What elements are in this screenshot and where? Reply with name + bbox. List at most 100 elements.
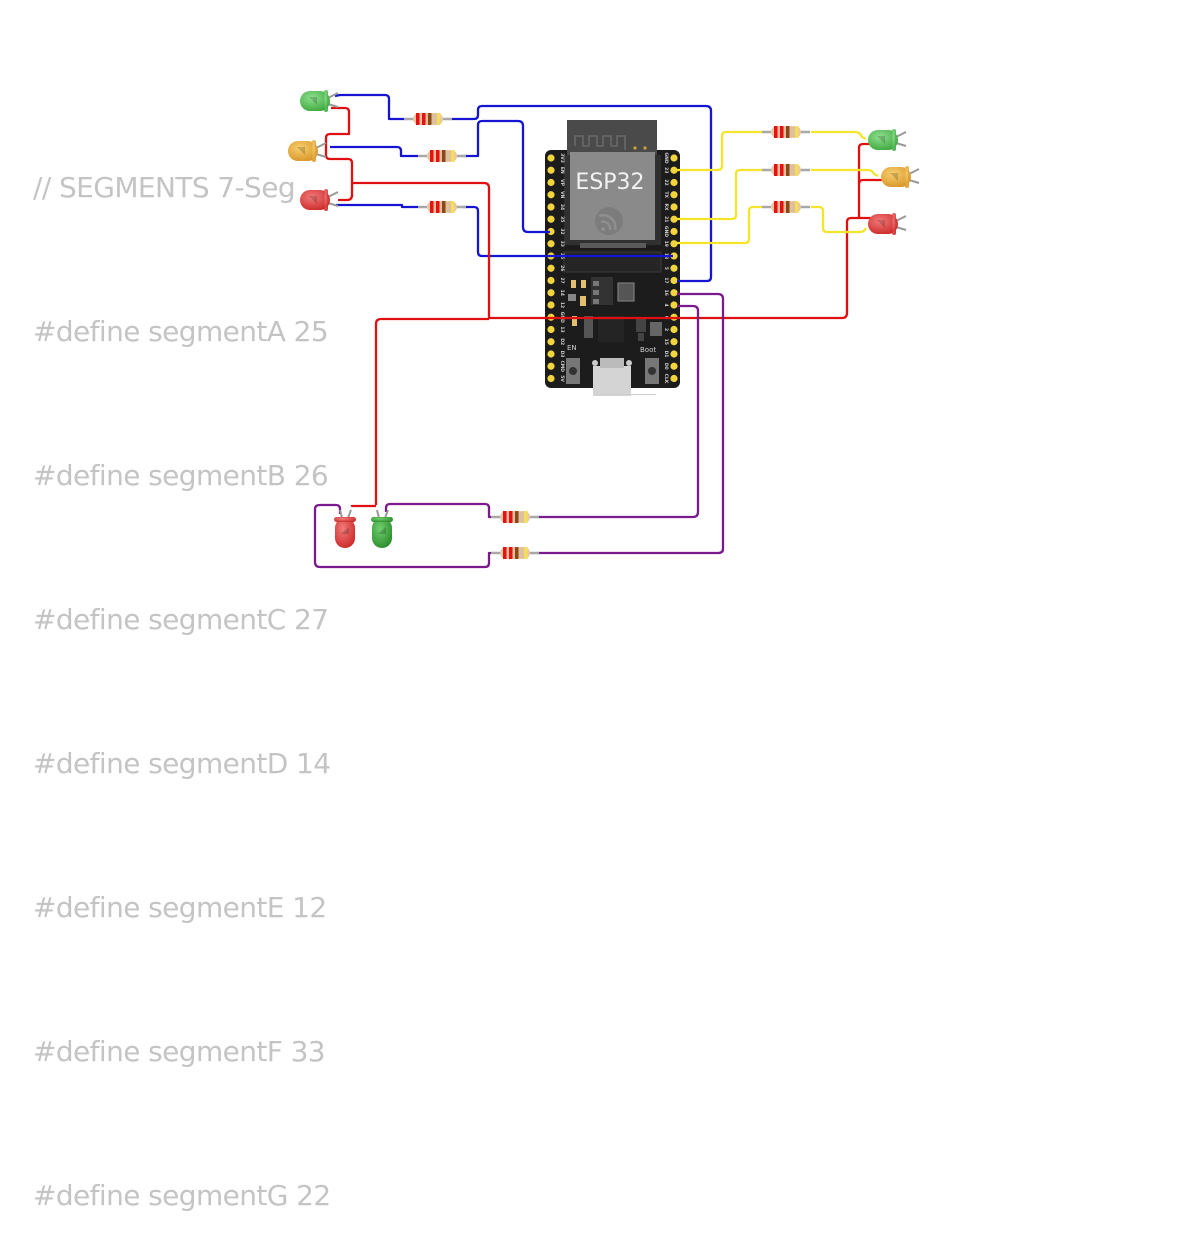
pin-label: 13 (559, 326, 565, 332)
pin-5v[interactable]: 5V (547, 374, 565, 382)
wire-yellow[interactable] (677, 205, 762, 245)
pin-14[interactable]: 14 (547, 289, 565, 297)
wire-red[interactable] (350, 504, 376, 508)
led-orange[interactable] (881, 166, 920, 188)
wire-blue[interactable] (330, 145, 418, 158)
pin-tx[interactable]: TX (663, 191, 678, 199)
led-green[interactable] (868, 129, 907, 151)
boot-button[interactable] (645, 358, 659, 384)
resistor[interactable] (762, 201, 810, 213)
pin-cmd[interactable]: CMD (547, 360, 565, 372)
wire-yellow[interactable] (811, 168, 879, 178)
wire-red[interactable] (857, 142, 872, 184)
en-button[interactable] (566, 358, 580, 384)
resistor[interactable] (491, 547, 539, 559)
boot-label: Boot (640, 346, 656, 354)
left-pin-header: 3V3ENVPVN343532332526271412GND13D2D3CMD5… (547, 153, 565, 382)
resistor-band (786, 126, 790, 138)
pin-vp[interactable]: VP (547, 178, 565, 187)
resistor-band (437, 113, 441, 125)
pin-vn[interactable]: VN (547, 191, 565, 199)
pin-label: TX (663, 191, 669, 198)
resistor-band (774, 201, 778, 213)
wire-blue[interactable] (334, 93, 404, 121)
resistor-band (515, 511, 519, 523)
pin-27[interactable]: 27 (547, 276, 565, 285)
pin-4[interactable]: 4 (663, 301, 678, 309)
pin-d2[interactable]: D2 (547, 338, 565, 346)
pin-12[interactable]: 12 (547, 301, 565, 309)
resistor-band (509, 511, 513, 523)
wire-yellow[interactable] (811, 130, 867, 141)
wire-purple[interactable] (384, 502, 491, 519)
resistor[interactable] (404, 113, 452, 125)
pin-5[interactable]: 5 (663, 264, 678, 272)
wire-blue[interactable] (336, 203, 418, 209)
resistor-band (430, 150, 434, 162)
resistor-band (436, 150, 440, 162)
pin-clk[interactable]: CLK (663, 374, 678, 384)
resistor-band (786, 164, 790, 176)
pin-34[interactable]: 34 (547, 203, 565, 211)
wire-red[interactable] (352, 181, 673, 320)
pin-32[interactable]: 32 (547, 227, 565, 236)
pin-gnd[interactable]: GND (663, 152, 678, 164)
led-orange[interactable] (288, 140, 327, 162)
pin-d0[interactable]: D0 (663, 362, 678, 370)
pin-23[interactable]: 23 (663, 166, 678, 174)
pin-label: 34 (559, 204, 565, 210)
led-red[interactable] (334, 509, 356, 548)
pin-21[interactable]: 21 (663, 215, 678, 223)
wire-red[interactable] (324, 106, 354, 202)
pin-label: D0 (663, 363, 669, 370)
pin-17[interactable]: 17 (663, 276, 678, 285)
wire-purple[interactable] (537, 292, 725, 555)
resistor[interactable] (762, 164, 810, 176)
pin-2[interactable]: 2 (663, 325, 678, 334)
led-green[interactable] (371, 509, 393, 548)
resistor[interactable] (762, 126, 810, 138)
pin-label: 4 (663, 303, 669, 306)
code-line: #define segmentG 22 (33, 1179, 331, 1212)
resistor-band (503, 547, 507, 559)
pin-19[interactable]: 19 (663, 240, 678, 248)
esp32-board[interactable]: ESP32 (545, 120, 680, 396)
resistor[interactable] (491, 511, 539, 523)
pin-35[interactable]: 35 (547, 215, 565, 223)
wire-yellow[interactable] (811, 205, 868, 234)
wire-yellow[interactable] (677, 130, 762, 172)
pin-3v3[interactable]: 3V3 (547, 153, 565, 163)
resistors (404, 113, 810, 559)
pin-26[interactable]: 26 (547, 264, 565, 272)
pin-gnd[interactable]: GND (663, 226, 678, 237)
wire-blue[interactable] (463, 205, 673, 258)
wire-blue[interactable] (463, 119, 550, 234)
resistor[interactable] (418, 201, 466, 213)
pin-d3[interactable]: D3 (547, 350, 565, 358)
wire-red[interactable] (673, 216, 872, 320)
wire-red[interactable] (374, 317, 489, 505)
led-green[interactable] (300, 90, 339, 112)
pin-15[interactable]: 15 (663, 338, 678, 346)
pin-label: 22 (663, 179, 669, 185)
pin-d1[interactable]: D1 (663, 350, 678, 358)
wire-purple[interactable] (537, 304, 700, 519)
wire-red[interactable] (857, 178, 882, 218)
resistor-band (524, 547, 528, 559)
pin-22[interactable]: 22 (663, 178, 678, 187)
pin-13[interactable]: 13 (547, 325, 565, 334)
resistor-band (780, 201, 784, 213)
resistor[interactable] (418, 150, 466, 162)
resistor-band (524, 511, 528, 523)
code-line: #define segmentD 14 (33, 747, 331, 780)
wire-purple[interactable] (313, 503, 491, 569)
led-red[interactable] (300, 189, 339, 211)
pin-33[interactable]: 33 (547, 240, 565, 248)
pin-en[interactable]: EN (547, 166, 565, 174)
wire-blue[interactable] (452, 104, 713, 283)
pin-rx[interactable]: RX (663, 203, 678, 211)
wire-yellow[interactable] (677, 168, 762, 221)
resistor-band (795, 201, 799, 213)
pin-16[interactable]: 16 (663, 289, 678, 297)
led-red[interactable] (868, 213, 907, 235)
